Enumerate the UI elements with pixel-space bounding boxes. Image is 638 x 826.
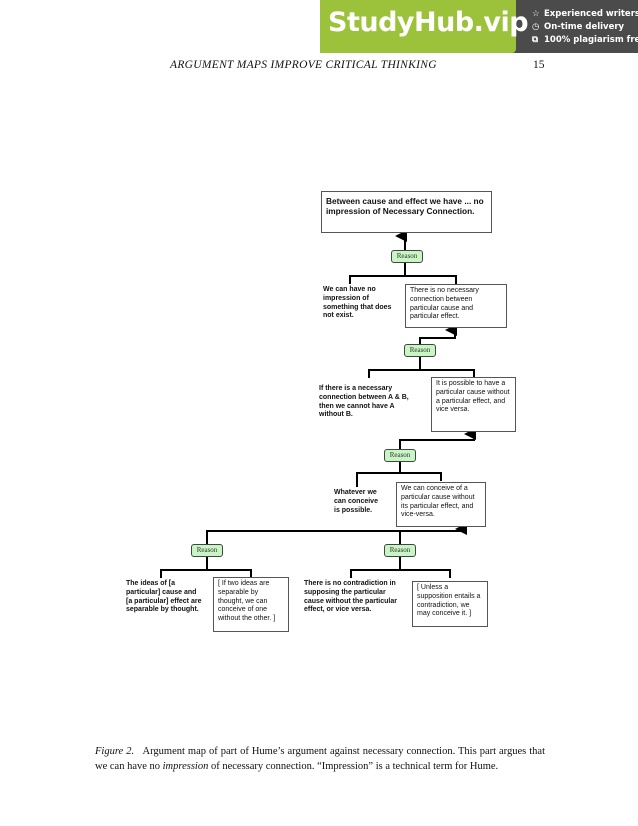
- figure-label: Figure 2.: [95, 746, 135, 757]
- reason-tag-3: Reason: [384, 449, 416, 462]
- reason-tag-4-right: Reason: [384, 544, 416, 557]
- level4-right-support-box: [ Unless a supposition entails a contrad…: [412, 581, 488, 627]
- level1-support-box: There is no necessary connection between…: [405, 284, 507, 328]
- feature-experienced-writers: ☆Experienced writers: [532, 9, 638, 19]
- level4-left-support-box: [ If two ideas are separable by thought,…: [213, 577, 289, 632]
- figure-caption: Figure 2. Argument map of part of Hume’s…: [95, 745, 545, 774]
- reason-tag-2: Reason: [404, 344, 436, 357]
- copy-icon: ⧉: [532, 35, 539, 45]
- feature-plagiarism-free: ⧉100% plagiarism free: [532, 35, 638, 45]
- level4-left-claim-box: The ideas of [a particular] cause and [a…: [122, 578, 207, 630]
- top-claim-box: Between cause and effect we have ... no …: [321, 191, 492, 233]
- reason-tag-1: Reason: [391, 250, 423, 263]
- caption-emphasis: impression: [162, 760, 209, 772]
- studyhub-banner[interactable]: StudyHub.vip ☆Experienced writers ◷On-ti…: [320, 0, 638, 53]
- level4-right-claim-box: There is no contradiction in supposing t…: [300, 578, 403, 630]
- level3-claim-box: Whatever we can conceive is possible.: [330, 487, 385, 519]
- level1-claim-box: We can have no impression of something t…: [319, 284, 401, 326]
- level2-claim-box: If there is a necessary connection betwe…: [315, 383, 425, 427]
- caption-text-2: of necessary connection. “Impression” is…: [210, 760, 499, 772]
- level2-support-box: It is possible to have a particular caus…: [431, 377, 516, 432]
- studyhub-logo[interactable]: StudyHub.vip: [320, 0, 529, 53]
- reason-tag-4-left: Reason: [191, 544, 223, 557]
- feature-on-time-delivery: ◷On-time delivery: [532, 22, 625, 32]
- level3-support-box: We can conceive of a particular cause wi…: [396, 482, 486, 527]
- caption-text-1: Argument map of part of Hume’s argument …: [95, 746, 545, 772]
- star-icon: ☆: [532, 9, 540, 19]
- running-title: ARGUMENT MAPS IMPROVE CRITICAL THINKING: [170, 59, 437, 71]
- logo-text: StudyHub.vip: [328, 7, 529, 38]
- clock-icon: ◷: [532, 22, 540, 32]
- page-number: 15: [533, 59, 545, 71]
